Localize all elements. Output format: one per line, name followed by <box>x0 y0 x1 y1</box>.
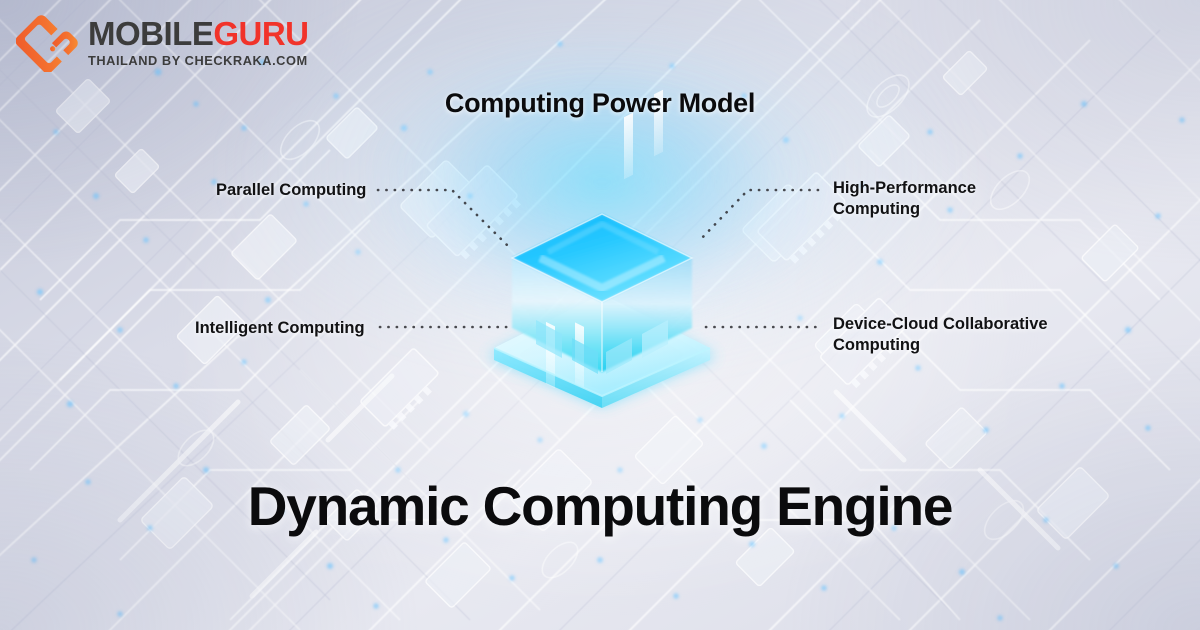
callout-intelligent-computing: Intelligent Computing <box>195 318 365 339</box>
callout-intelligent-line1: Intelligent Computing <box>195 319 365 337</box>
callout-hpc-line1: High-Performance <box>833 179 977 197</box>
logo-wordmark: MOBILEGURU THAILAND BY CHECKRAKA.COM <box>88 15 309 68</box>
isometric-processor-cube-graphic <box>478 89 726 408</box>
callout-hpc-line2: Computing <box>833 199 921 218</box>
callout-parallel-line1: Parallel Computing <box>216 181 367 199</box>
callout-device-cloud-line1: Device-Cloud Collaborative <box>833 315 1048 333</box>
mobileguru-phone-mark-icon <box>15 10 78 74</box>
main-headline: Dynamic Computing Engine <box>247 475 954 537</box>
callout-device-cloud-line2: Computing <box>833 335 921 354</box>
callout-device-cloud-computing: Device-Cloud Collaborative Computing <box>833 314 1048 355</box>
logo-tagline: THAILAND BY CHECKRAKA.COM <box>88 52 308 68</box>
site-logo[interactable]: MOBILEGURU THAILAND BY CHECKRAKA.COM <box>15 10 309 74</box>
logo-word-accent: GURU <box>213 14 309 52</box>
callout-parallel-computing: Parallel Computing <box>216 180 366 201</box>
callout-high-performance-computing: High-Performance Computing <box>833 178 976 219</box>
page-title: Computing Power Model <box>444 88 756 118</box>
logo-word-primary: MOBILE <box>88 14 214 52</box>
